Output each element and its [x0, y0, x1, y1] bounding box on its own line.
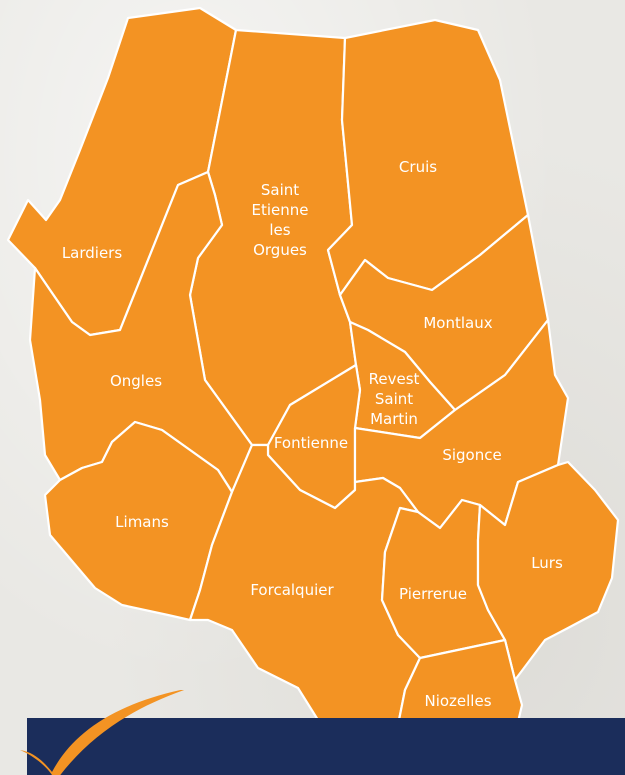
label-line: Niozelles — [424, 692, 491, 710]
footer-band — [27, 718, 625, 775]
label-line: Montlaux — [423, 314, 492, 332]
label-line: Martin — [370, 410, 418, 428]
label-line: Orgues — [253, 241, 307, 259]
label-line: Revest — [369, 370, 420, 388]
label-line: Limans — [115, 513, 169, 531]
label-line: Ongles — [110, 372, 162, 390]
label-forcalquier: Forcalquier — [250, 581, 334, 599]
label-line: Etienne — [252, 201, 309, 219]
label-sigonce: Sigonce — [442, 446, 501, 464]
label-line: Pierrerue — [399, 585, 467, 603]
region-lurs[interactable] — [476, 460, 620, 682]
label-line: Sigonce — [442, 446, 501, 464]
label-line: Cruis — [399, 158, 437, 176]
label-line: Saint — [375, 390, 413, 408]
label-line: Lurs — [531, 554, 563, 572]
label-limans: Limans — [115, 513, 169, 531]
label-line: Fontienne — [274, 434, 348, 452]
label-line: les — [269, 221, 290, 239]
label-pierrerue: Pierrerue — [399, 585, 467, 603]
label-ongles: Ongles — [110, 372, 162, 390]
label-line: Saint — [261, 181, 299, 199]
label-montlaux: Montlaux — [423, 314, 492, 332]
label-niozelles: Niozelles — [424, 692, 491, 710]
label-lardiers: Lardiers — [62, 244, 123, 262]
label-line: Forcalquier — [250, 581, 334, 599]
commune-regions — [6, 6, 620, 762]
checkmark-icon — [20, 690, 185, 775]
label-line: Lardiers — [62, 244, 123, 262]
label-cruis: Cruis — [399, 158, 437, 176]
label-fontienne: Fontienne — [274, 434, 348, 452]
label-lurs: Lurs — [531, 554, 563, 572]
